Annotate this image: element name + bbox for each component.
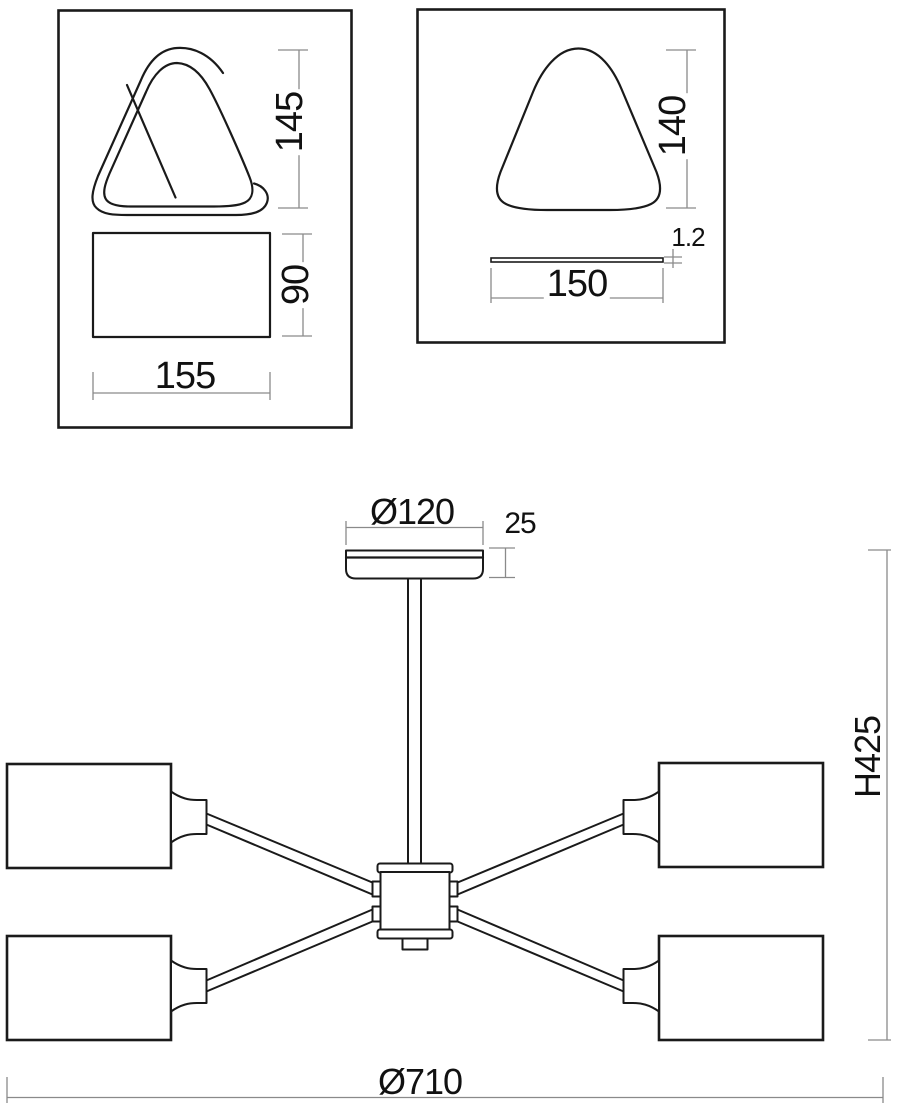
socket-bottom-right xyxy=(622,959,660,1013)
hub-bottom-finial xyxy=(401,937,429,951)
ceiling-canopy xyxy=(345,549,484,580)
hub-bottom-cap xyxy=(376,928,454,940)
dim-label-shade-profile-height: 145 xyxy=(269,88,311,156)
shade-body-rect xyxy=(91,231,272,339)
shade-profile-outer-contour xyxy=(91,46,269,217)
dim-label-shade-body-height: 90 xyxy=(275,261,317,309)
shade-profile-inner-contour xyxy=(103,61,254,208)
dim-label-fixture-diameter: Ø710 xyxy=(377,1061,463,1102)
shade-top-right xyxy=(657,761,825,869)
dim-fixture-height-lines xyxy=(868,549,891,1041)
shade-top-left xyxy=(5,762,173,870)
shade-profile-seam-edge xyxy=(125,83,177,199)
dim-label-fixture-height: H425 xyxy=(847,712,888,802)
detail-box-right-border xyxy=(416,8,726,344)
detail-box-left-border xyxy=(57,9,353,429)
arm-lower-right xyxy=(453,907,627,994)
arm-upper-right xyxy=(453,811,627,897)
dim-label-sheet-thickness: 1.2 xyxy=(671,222,705,252)
shade-bottom-left xyxy=(5,934,173,1042)
dim-label-diffuser-height: 140 xyxy=(652,92,694,160)
hub-body xyxy=(379,871,451,932)
dim-canopy-diameter-lines xyxy=(345,521,484,545)
dim-1-2-lines xyxy=(664,249,682,268)
front-view xyxy=(5,521,891,1103)
diffuser-sheet-side-view xyxy=(490,257,664,263)
arm-upper-left xyxy=(203,811,377,897)
detail-box-right xyxy=(416,8,726,344)
dim-fixture-diameter-lines xyxy=(6,1077,884,1103)
dim-label-canopy-height: 25 xyxy=(504,507,536,540)
shade-bottom-right xyxy=(657,934,825,1042)
diffuser-outline xyxy=(495,47,662,212)
socket-top-left xyxy=(170,790,208,844)
detail-box-left xyxy=(57,9,353,429)
central-stem-rod xyxy=(407,577,422,867)
dim-canopy-height-lines xyxy=(489,547,515,579)
socket-top-right xyxy=(622,790,660,844)
dim-label-sheet-width: 150 xyxy=(543,265,611,303)
dim-label-canopy-diameter: Ø120 xyxy=(369,491,455,532)
dim-label-shade-body-width: 155 xyxy=(154,355,216,397)
arm-lower-left xyxy=(203,907,377,994)
socket-bottom-left xyxy=(170,959,208,1013)
dim-155-lines xyxy=(92,372,271,400)
